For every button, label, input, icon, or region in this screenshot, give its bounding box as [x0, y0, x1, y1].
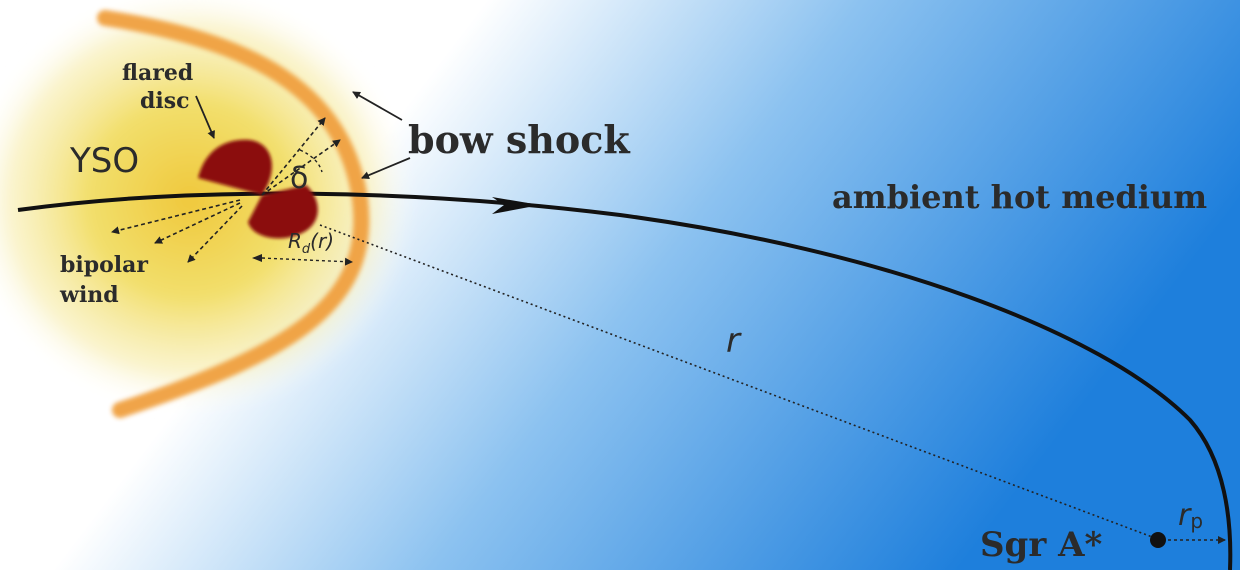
bipolar-wind-arrow-1 — [154, 202, 241, 244]
disc-radius-main: R — [288, 229, 302, 253]
disc-radius-start-arrow — [252, 254, 262, 262]
bipolar-wind-arrow-2 — [187, 205, 243, 263]
bipolar-wind-label-line2: wind — [59, 282, 119, 308]
delta-label: δ — [290, 161, 308, 196]
flared-disc-label-line1: flared — [122, 60, 193, 86]
separation-line — [319, 224, 1156, 539]
pericentre-main: r — [1178, 498, 1192, 533]
bow-shock-pointer-lower — [361, 157, 411, 179]
bow-shock-pointer-upper — [352, 91, 403, 121]
delta-cone-lower — [261, 139, 341, 196]
orbit-direction-arrow — [492, 197, 540, 214]
ambient-medium-label: ambient hot medium — [832, 178, 1207, 216]
flared-disc-label-line2: disc — [140, 88, 190, 114]
disc-radius-label: Rd(r) — [288, 229, 334, 257]
flared-disc-pointer — [195, 95, 215, 139]
delta-cone-upper — [261, 117, 326, 196]
disc-radius-arg: (r) — [310, 229, 334, 253]
disc-radius-sub: d — [302, 242, 311, 257]
distance-label: r — [726, 321, 742, 361]
black-hole-dot — [1150, 532, 1166, 548]
pericentre-sub: p — [1190, 509, 1203, 533]
bipolar-wind-arrow-3 — [111, 199, 241, 235]
flared-disc-upper — [198, 139, 272, 195]
black-hole-label: Sgr A* — [980, 525, 1102, 565]
bow-shock-arc — [97, 10, 370, 418]
pericentre-label: rp — [1178, 498, 1203, 533]
bipolar-wind-label-line1: bipolar — [60, 252, 148, 278]
yso-label: YSO — [69, 141, 139, 181]
flared-disc-lower — [248, 185, 318, 239]
bow-shock-label: bow shock — [408, 117, 630, 162]
